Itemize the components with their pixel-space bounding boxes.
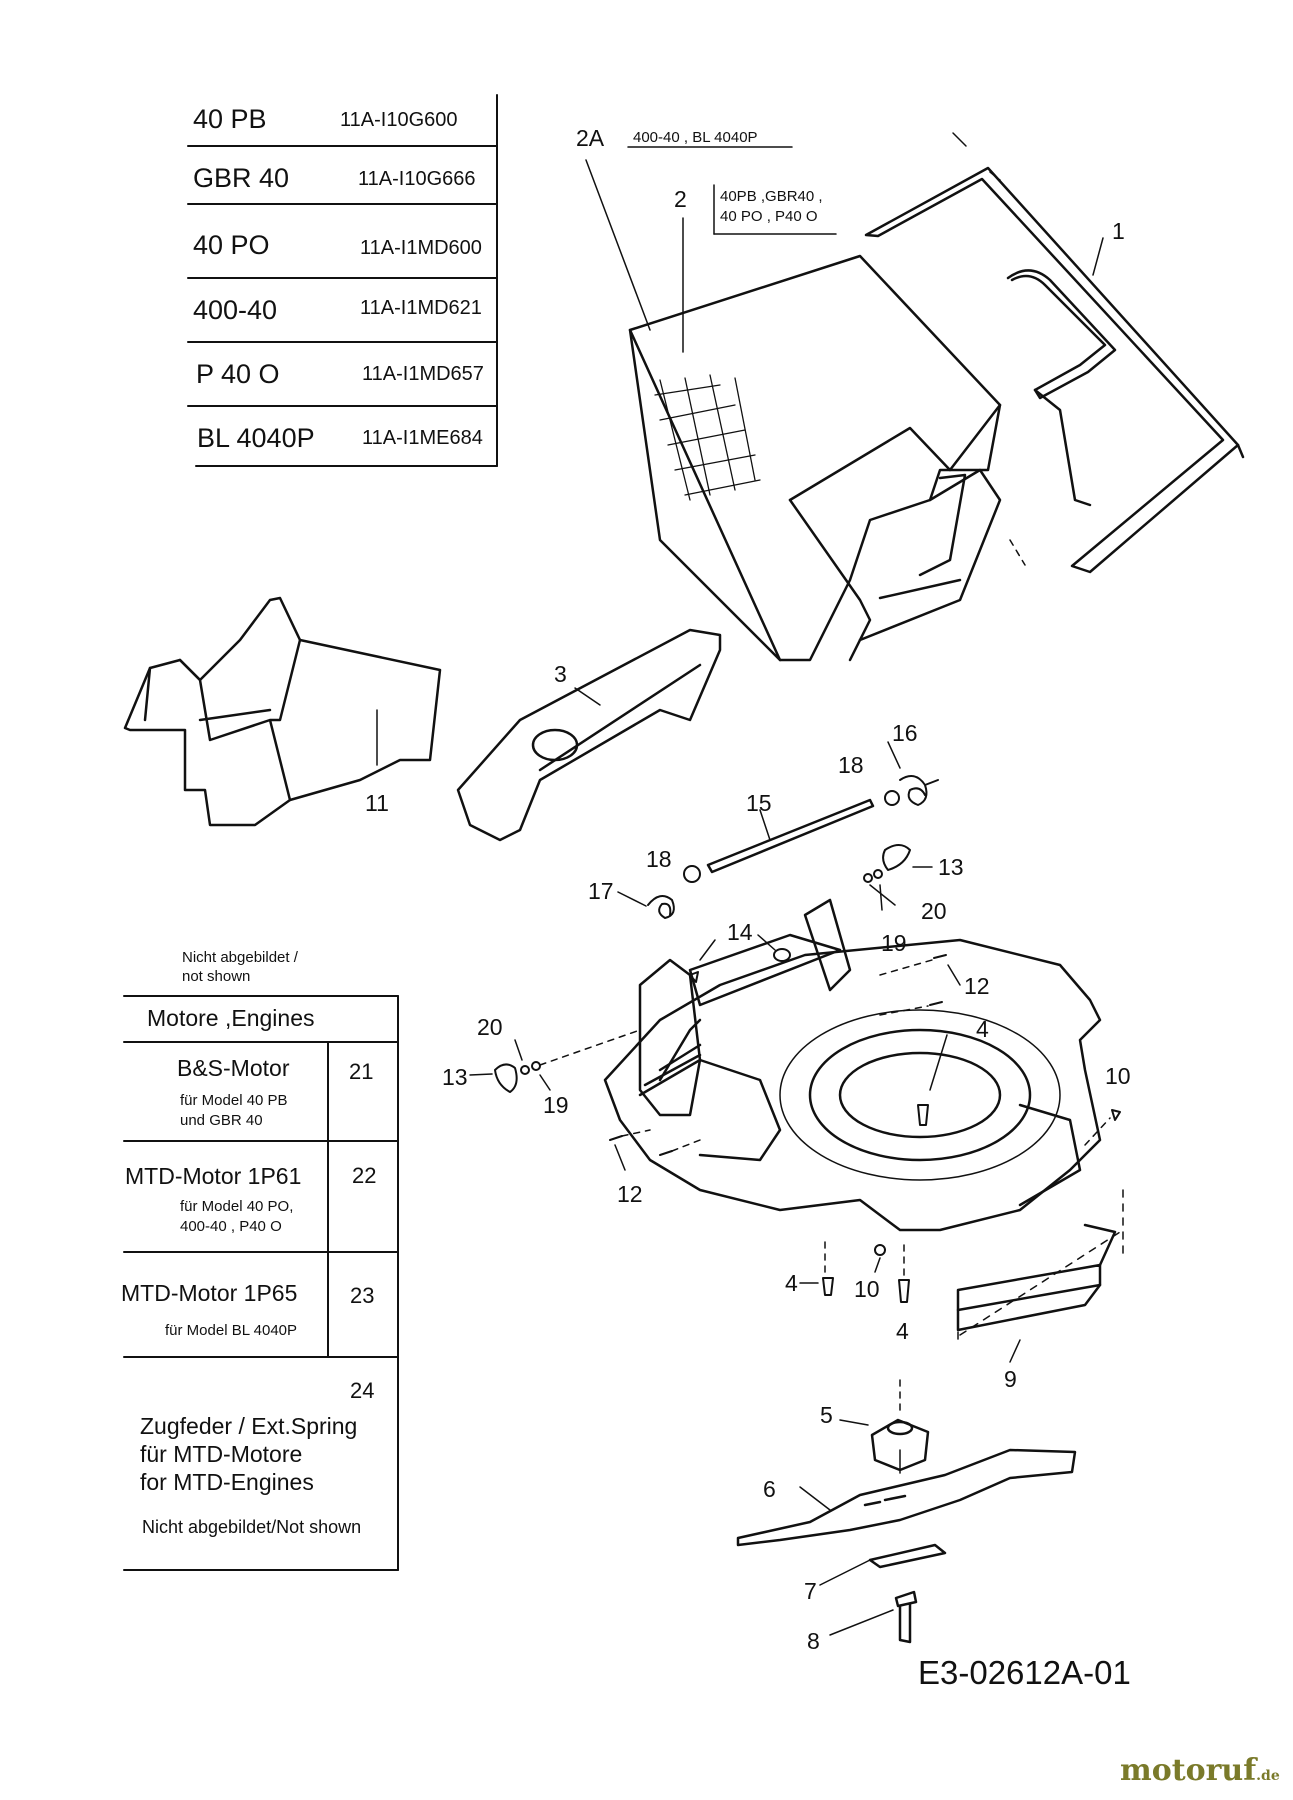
spring-line1: Zugfeder / Ext.Spring	[140, 1413, 358, 1439]
model-code-2: 11A-I1MD600	[360, 237, 482, 259]
part-label-4-left: 4	[785, 1270, 798, 1296]
part-label-15: 15	[746, 790, 772, 816]
model-table-lines	[187, 94, 498, 467]
callout-2a-label: 2A	[576, 125, 605, 151]
watermark-main: motoruf	[1120, 1753, 1257, 1788]
wire-frame-part-1	[864, 132, 1245, 574]
model-name-3: 400-40	[193, 295, 278, 325]
part-label-10-right: 10	[1105, 1063, 1131, 1089]
spring-line2: für MTD-Motore	[140, 1441, 303, 1467]
model-code-0: 11A-I10G600	[340, 109, 458, 131]
callout-2-note-line2: 40 PO , P40 O	[720, 208, 818, 225]
watermark-suffix: .de	[1256, 1768, 1280, 1784]
blade-adapter-part-5	[839, 1379, 930, 1472]
callout-2-note-line1: 40PB ,GBR40 ,	[720, 188, 823, 205]
engine-name-1: MTD-Motor 1P61	[125, 1163, 302, 1189]
springs-and-washers	[617, 741, 939, 919]
model-code-5: 11A-I1ME684	[362, 427, 483, 449]
engines-header: Motore ,Engines	[147, 1005, 315, 1031]
rear-flap-part-9	[956, 1189, 1124, 1363]
part-label-14: 14	[727, 919, 753, 945]
part-label-12-left: 12	[617, 1181, 643, 1207]
part-label-11: 11	[365, 790, 389, 816]
not-shown-note-line1: Nicht abgebildet /	[182, 949, 298, 966]
part-label-17: 17	[588, 878, 614, 904]
part-label-9: 9	[1004, 1366, 1017, 1392]
engine-sub1-1: für Model 40 PO,	[180, 1198, 294, 1215]
grass-bag-part-2	[585, 159, 1002, 662]
part-label-12-right: 12	[964, 973, 990, 999]
part-label-18-top: 18	[838, 752, 864, 778]
washer-and-bolt	[819, 1543, 947, 1644]
part-label-6: 6	[763, 1476, 776, 1502]
engine-name-2: MTD-Motor 1P65	[121, 1280, 298, 1306]
model-name-2: 40 PO	[193, 230, 270, 260]
part-label-10-lower: 10	[854, 1276, 880, 1302]
mulching-plug-part-3	[456, 628, 722, 842]
drawing-reference: E3-02612A-01	[918, 1654, 1131, 1691]
mower-deck-housing	[603, 898, 1102, 1232]
callout-2a-note: 400-40 , BL 4040P	[633, 129, 758, 146]
part-label-4-center: 4	[976, 1016, 989, 1042]
side-chute-part-11	[123, 596, 442, 827]
part-label-4-lower: 4	[896, 1318, 909, 1344]
engine-sub2-0: und GBR 40	[180, 1112, 263, 1129]
part-label-1: 1	[1112, 218, 1125, 244]
part-label-13-left: 13	[442, 1064, 468, 1090]
not-shown-note-line2: not shown	[182, 968, 251, 985]
part-label-16: 16	[892, 720, 918, 746]
part-label-8: 8	[807, 1628, 820, 1654]
rod-part-15	[706, 798, 875, 874]
engine-num-1: 22	[352, 1163, 377, 1188]
part-label-7: 7	[804, 1578, 817, 1604]
site-watermark: motoruf.de	[1120, 1756, 1280, 1786]
model-code-1: 11A-I10G666	[358, 168, 476, 190]
engine-sub1-2: für Model BL 4040P	[165, 1322, 298, 1339]
spring-line3: for MTD-Engines	[140, 1469, 314, 1495]
model-name-5: BL 4040P	[197, 423, 315, 453]
engine-num-2: 23	[350, 1283, 375, 1308]
part-label-18-left: 18	[646, 846, 672, 872]
model-code-3: 11A-I1MD621	[360, 297, 482, 319]
engine-sub2-1: 400-40 , P40 O	[180, 1218, 282, 1235]
model-name-4: P 40 O	[196, 359, 280, 389]
callout-2-label: 2	[674, 186, 687, 212]
engine-name-0: B&S-Motor	[177, 1055, 290, 1081]
part-label-19-right: 19	[881, 930, 907, 956]
part-label-3: 3	[554, 661, 567, 687]
model-code-4: 11A-I1MD657	[362, 363, 484, 385]
model-name-0: 40 PB	[193, 104, 267, 134]
small-hardware	[469, 844, 1121, 1303]
model-name-1: GBR 40	[193, 163, 290, 193]
spring-num: 24	[350, 1378, 375, 1403]
part-label-19-left: 19	[543, 1092, 569, 1118]
part-label-13-right: 13	[938, 854, 964, 880]
blade-part-6	[736, 1448, 1077, 1547]
engine-num-0: 21	[349, 1059, 374, 1084]
part-label-20-right: 20	[921, 898, 947, 924]
engines-table-lines	[123, 995, 399, 1571]
spring-note: Nicht abgebildet/Not shown	[142, 1517, 362, 1537]
part-label-20-left: 20	[477, 1014, 503, 1040]
part-label-5: 5	[820, 1402, 833, 1428]
engine-sub1-0: für Model 40 PB	[180, 1092, 288, 1109]
